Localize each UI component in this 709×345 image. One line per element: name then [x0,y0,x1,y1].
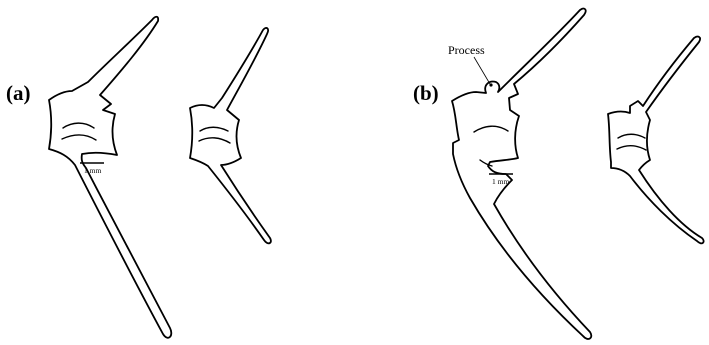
panel-b-small-vertebra [608,37,704,244]
panel-b-label: (b) [413,81,439,105]
panel-b-large-vertebra [452,9,591,339]
panel-a-label: (a) [6,81,31,105]
panel-b-large-vertebra-outline [452,9,591,339]
panel-b-process-callout: Process [448,43,493,87]
panel-b-process-marker [489,83,492,86]
panel-b-process-label: Process [448,43,485,57]
panel-b-scale-bar-label: 1 mm [492,177,509,186]
panel-a: (a) 1 mm [6,17,271,338]
panel-a-small-vertebra [190,28,271,243]
panel-a-small-vertebra-outline [190,28,271,243]
panel-a-large-vertebra-outline [49,17,171,338]
panel-a-large-vertebra [49,17,171,338]
panel-b: (b) Process 1 mm [413,9,704,339]
panel-a-scale-bar-label: 1 mm [84,166,101,175]
panel-b-small-vertebra-outline [608,37,704,244]
panel-b-process-leader-line [474,57,490,84]
